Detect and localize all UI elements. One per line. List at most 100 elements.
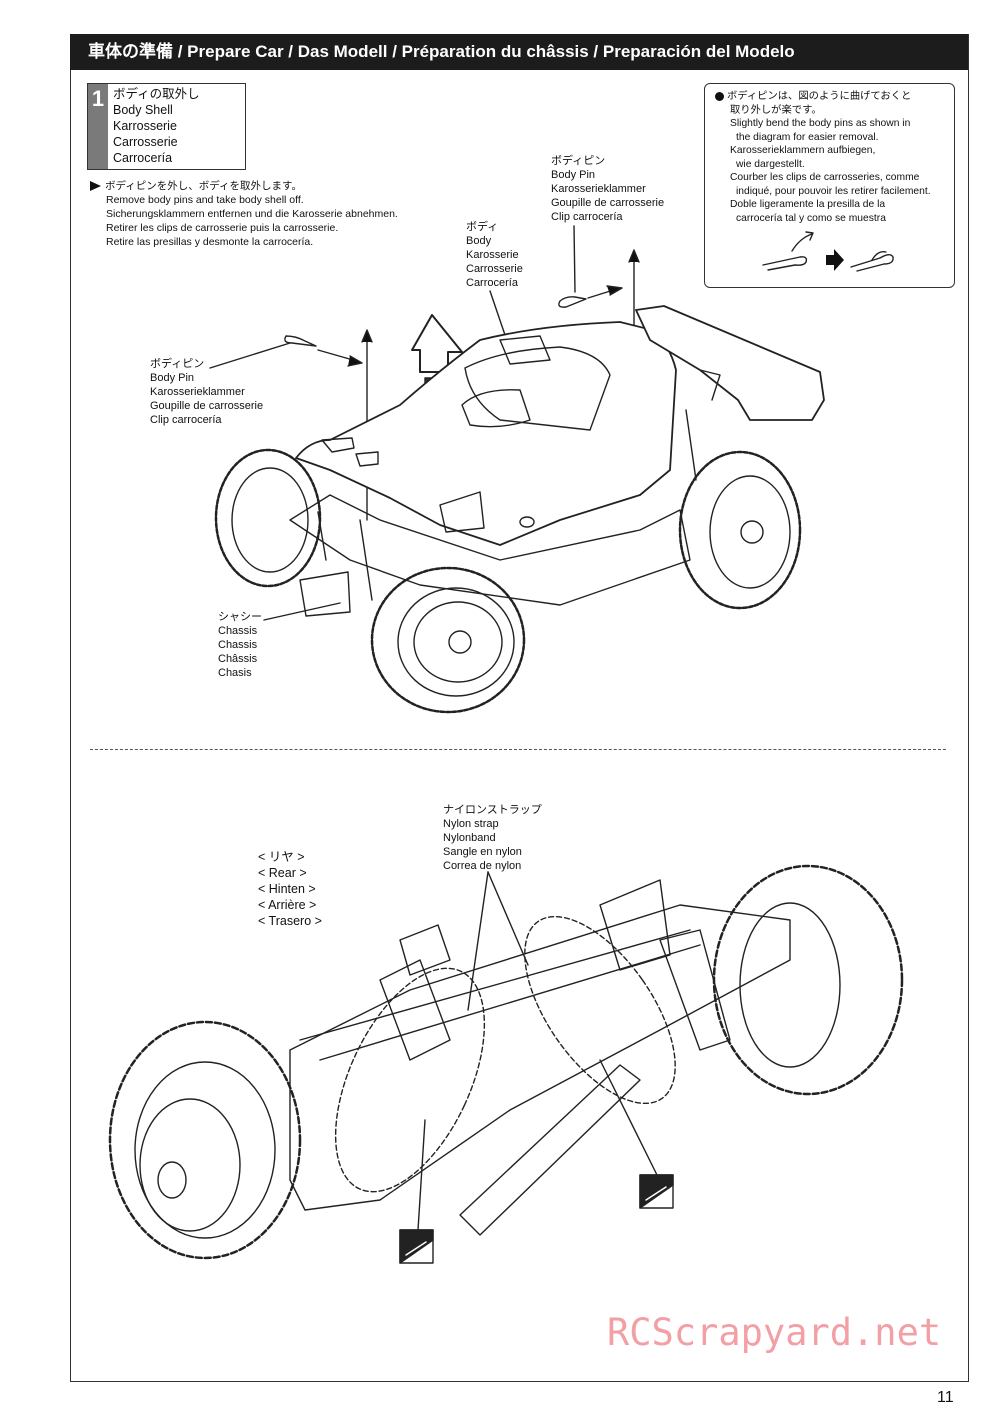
body-pin-bent-icon (850, 250, 894, 272)
front-right-wheel (712, 864, 904, 1096)
callout-line: Correa de nylon (443, 860, 522, 872)
callout-line: < Arrière > (258, 898, 317, 912)
callout-line: Karosserieklammer (150, 386, 245, 398)
callout-nylon-strap: ナイロンストラップ Nylon strap Nylonband Sangle e… (443, 803, 542, 873)
callout-line: ボディピン (551, 155, 606, 167)
cockpit-canopy (464, 346, 611, 431)
note-line: Courber les clips de carrosseries, comme (730, 172, 920, 183)
side-vent (519, 516, 535, 528)
body-pin-straight-icon (762, 231, 814, 271)
callout-line: Chassis (218, 625, 258, 637)
arrow-head-icon (347, 355, 363, 367)
note-line: 取り外しが楽です。 (730, 104, 822, 116)
step-title-de: Karrosserie (113, 119, 177, 133)
body-shell (295, 321, 677, 546)
callout-line: Goupille de carrosserie (150, 400, 264, 412)
rear-shock (685, 409, 697, 481)
leader-line (209, 342, 291, 369)
front-arm (459, 1064, 641, 1236)
chassis-outline (289, 494, 691, 606)
callout-line: Nylonband (443, 832, 496, 844)
section-divider (90, 749, 946, 750)
shock-mount (399, 924, 451, 976)
pointer-arrow-icon (90, 181, 101, 192)
note-line: Doble ligeramente la presilla de la (730, 199, 886, 210)
arrow-head-icon (628, 249, 640, 263)
tip-note-text: ボディピンは、図のように曲げておくと 取り外しが楽です。 Slightly be… (715, 90, 931, 225)
callout-line: Body Pin (150, 372, 195, 384)
callout-line: Karosserieklammer (551, 183, 646, 195)
instruction-fr: Retirer les clips de carrosserie puis la… (106, 222, 339, 234)
callout-line: ボディ (466, 221, 499, 233)
callout-chassis: シャシー Chassis Chassis Châssis Chasis (218, 610, 262, 680)
callout-line: Chasis (218, 667, 252, 679)
tip-note-box: ボディピンは、図のように曲げておくと 取り外しが楽です。 Slightly be… (704, 83, 955, 288)
callout-line: Clip carrocería (150, 414, 222, 426)
callout-line: Sangle en nylon (443, 846, 522, 858)
leader-line (489, 290, 506, 336)
leader-line (263, 602, 341, 621)
callout-line: < Trasero > (258, 914, 322, 928)
instruction-ja: ボディピンを外し、ボディを取外します。 (105, 180, 302, 192)
callout-line: Karosserie (466, 249, 519, 261)
step-box: 1 ボディの取外し Body Shell Karrosserie Carross… (87, 83, 246, 170)
marker-line (599, 1059, 658, 1176)
arrow-head-icon (606, 285, 623, 296)
callout-line: < リヤ > (258, 850, 305, 864)
step-number: 1 (88, 84, 108, 169)
instruction-es: Retire las presillas y desmonte la carro… (106, 236, 314, 248)
leader-line (573, 225, 576, 293)
callout-body: ボディ Body Karosserie Carrosserie Carrocer… (466, 220, 523, 290)
nose-tab (355, 451, 379, 467)
marker-line (417, 1119, 426, 1231)
rear-shock-spring (379, 959, 451, 1061)
leader-line (487, 871, 529, 966)
gearbox (599, 879, 671, 971)
body-scoop (499, 335, 551, 365)
callout-line: Chassis (218, 639, 258, 651)
note-line: the diagram for easier removal. (736, 131, 879, 143)
step-title-en: Body Shell (113, 103, 173, 117)
drive-shaft (319, 944, 701, 1061)
arrow-head-icon (361, 329, 373, 343)
callout-line: < Hinten > (258, 882, 316, 896)
callout-line: Châssis (218, 653, 258, 665)
instruction-de: Sicherungsklammern entfernen und die Kar… (106, 208, 398, 220)
callout-line: Carrocería (466, 277, 518, 289)
front-right-wheel (370, 566, 526, 714)
callout-rear: < リヤ > < Rear > < Hinten > < Arrière > <… (258, 849, 322, 929)
step-title: ボディの取外し Body Shell Karrosserie Carrosser… (113, 86, 200, 166)
front-shock-spring (659, 929, 731, 1051)
note-line: Karosserieklammern aufbiegen, (730, 145, 876, 156)
leader-line (467, 871, 489, 1011)
section-marker-icon (399, 1229, 434, 1264)
body-pin-left-icon (284, 335, 317, 347)
nylon-strap-front (524, 915, 676, 1105)
note-line: indiqué, pour pouvoir les retirer facile… (736, 185, 931, 197)
callout-line: Nylon strap (443, 818, 499, 830)
nylon-strap-rear (334, 967, 486, 1193)
instruction-en: Remove body pins and take body shell off… (106, 194, 304, 206)
arrow-right-icon (826, 249, 844, 271)
page-header: 車体の準備 / Prepare Car / Das Modell / Prépa… (70, 34, 968, 70)
wing-mount (699, 369, 721, 401)
callout-line: Body Pin (551, 169, 596, 181)
front-left-wheel (214, 448, 322, 588)
chassis-plate (289, 904, 791, 1211)
side-intake (439, 491, 485, 533)
callout-line: Body (466, 235, 492, 247)
front-bumper (299, 571, 351, 617)
chassis-rear-illustration (108, 864, 904, 1264)
front-shock (359, 519, 373, 601)
callout-line: < Rear > (258, 866, 307, 880)
callout-line: ナイロンストラップ (443, 804, 542, 816)
rear-right-wheel (678, 450, 802, 610)
drive-shaft (299, 929, 691, 1041)
callout-line: シャシー (218, 611, 262, 623)
body-pin-right-icon (558, 296, 587, 308)
step-title-ja: ボディの取外し (113, 87, 200, 101)
pin-bend-diagram (762, 231, 894, 272)
note-line: Slightly bend the body pins as shown in (730, 118, 911, 129)
callout-line: ボディピン (150, 358, 205, 370)
